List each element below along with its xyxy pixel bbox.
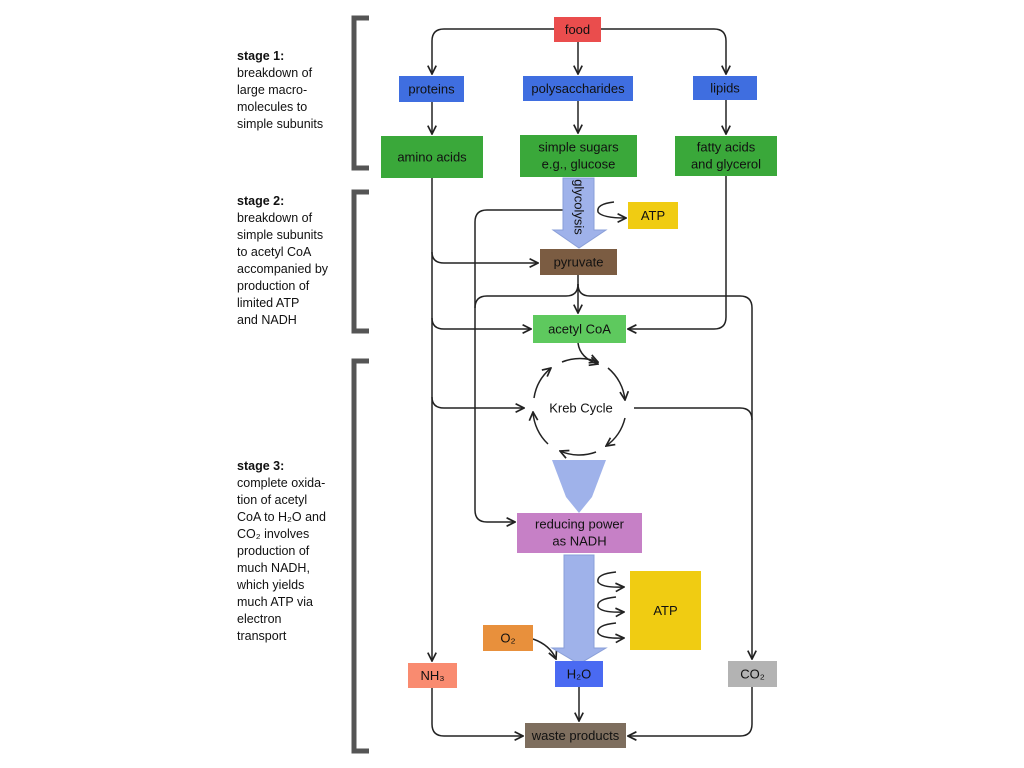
nh3-label: NH₃: [420, 668, 444, 683]
stage-3-bracket: [351, 358, 369, 754]
node-proteins: proteins: [399, 76, 464, 102]
stage-text-line: complete oxida-: [237, 476, 325, 490]
polysaccharides-label: polysaccharides: [531, 81, 625, 96]
simple-sugars-label: e.g., glucose: [542, 157, 616, 172]
simple-sugars-label: simple sugars: [538, 140, 619, 155]
node-simple-sugars: simple sugars e.g., glucose: [520, 135, 637, 177]
stage-text-line: production of: [237, 279, 310, 293]
glycolysis-label: glycolysis: [572, 179, 587, 235]
stage-text-line: limited ATP: [237, 296, 299, 310]
stage-text-line: large macro-: [237, 83, 307, 97]
stage-1-bracket: [351, 15, 369, 171]
proteins-label: proteins: [408, 82, 455, 97]
stage-text-line: and NADH: [237, 313, 297, 327]
node-nh3: NH₃: [408, 663, 457, 688]
node-polysaccharides: polysaccharides: [523, 76, 633, 101]
node-fatty-acids: fatty acids and glycerol: [675, 136, 777, 176]
acetyl-coa-label: acetyl CoA: [548, 322, 611, 337]
atp-loop-arrows: [597, 201, 626, 638]
stage-text-line: CO₂ involves: [237, 527, 309, 541]
stage-text-line: molecules to: [237, 100, 307, 114]
kreb-cycle-label: Kreb Cycle: [549, 401, 613, 416]
stage-text-line: to acetyl CoA: [237, 245, 312, 259]
lipids-label: lipids: [710, 81, 740, 96]
stage-2-heading: stage 2:: [237, 194, 284, 208]
stage-text-line: transport: [237, 629, 287, 643]
stage-text-line: much NADH,: [237, 561, 310, 575]
glycolysis-arrow: [551, 177, 608, 249]
nadh-label: as NADH: [552, 534, 606, 549]
node-o2: O₂: [483, 625, 533, 651]
stage-3-heading: stage 3:: [237, 459, 284, 473]
stage-text-line: tion of acetyl: [237, 493, 307, 507]
stage-text-line: much ATP via: [237, 595, 313, 609]
stage-text-line: breakdown of: [237, 66, 313, 80]
stage-text-line: production of: [237, 544, 310, 558]
node-pyruvate: pyruvate: [540, 249, 617, 275]
stage-1-heading: stage 1:: [237, 49, 284, 63]
node-acetyl-coa: acetyl CoA: [533, 315, 626, 343]
co2-label: CO₂: [740, 667, 765, 682]
node-food: food: [554, 17, 601, 42]
h2o-label: H₂O: [567, 667, 592, 682]
stage-text-line: breakdown of: [237, 211, 313, 225]
connectors: [432, 28, 752, 736]
stage-text-line: CoA to H₂O and: [237, 510, 326, 524]
node-lipids: lipids: [693, 76, 757, 100]
electron-transport-arrow: [550, 554, 608, 665]
food-label: food: [565, 22, 590, 37]
stage-brackets: [351, 15, 369, 754]
kreb-to-nadh-arrow: [552, 460, 606, 513]
node-nadh: reducing power as NADH: [517, 513, 642, 553]
node-h2o: H₂O: [555, 661, 603, 687]
stage-1-text: stage 1: breakdown of large macro- molec…: [237, 49, 323, 131]
waste-products-label: waste products: [531, 728, 620, 743]
node-amino-acids: amino acids: [381, 136, 483, 178]
fatty-acids-label: fatty acids: [697, 140, 756, 155]
stage-text-line: electron: [237, 612, 282, 626]
stage-text-line: simple subunits: [237, 228, 323, 242]
stage-2-text: stage 2: breakdown of simple subunits to…: [237, 194, 329, 327]
node-co2: CO₂: [728, 661, 777, 687]
kreb-cycle-arrows: [533, 358, 625, 455]
pyruvate-label: pyruvate: [554, 255, 604, 270]
stage-text-line: simple subunits: [237, 117, 323, 131]
stage-2-bracket: [351, 189, 369, 334]
stage-3-text: stage 3: complete oxida- tion of acetyl …: [236, 459, 326, 643]
stage-text-line: accompanied by: [237, 262, 329, 276]
node-atp-large: ATP: [630, 571, 701, 650]
stage-text-line: which yields: [236, 578, 304, 592]
atp-large-label: ATP: [653, 603, 677, 618]
fatty-acids-label: and glycerol: [691, 157, 761, 172]
o2-label: O₂: [500, 631, 515, 646]
amino-acids-label: amino acids: [397, 150, 467, 165]
atp-small-label: ATP: [641, 208, 665, 223]
node-waste-products: waste products: [525, 723, 626, 748]
node-atp-small: ATP: [628, 202, 678, 229]
nadh-label: reducing power: [535, 517, 625, 532]
